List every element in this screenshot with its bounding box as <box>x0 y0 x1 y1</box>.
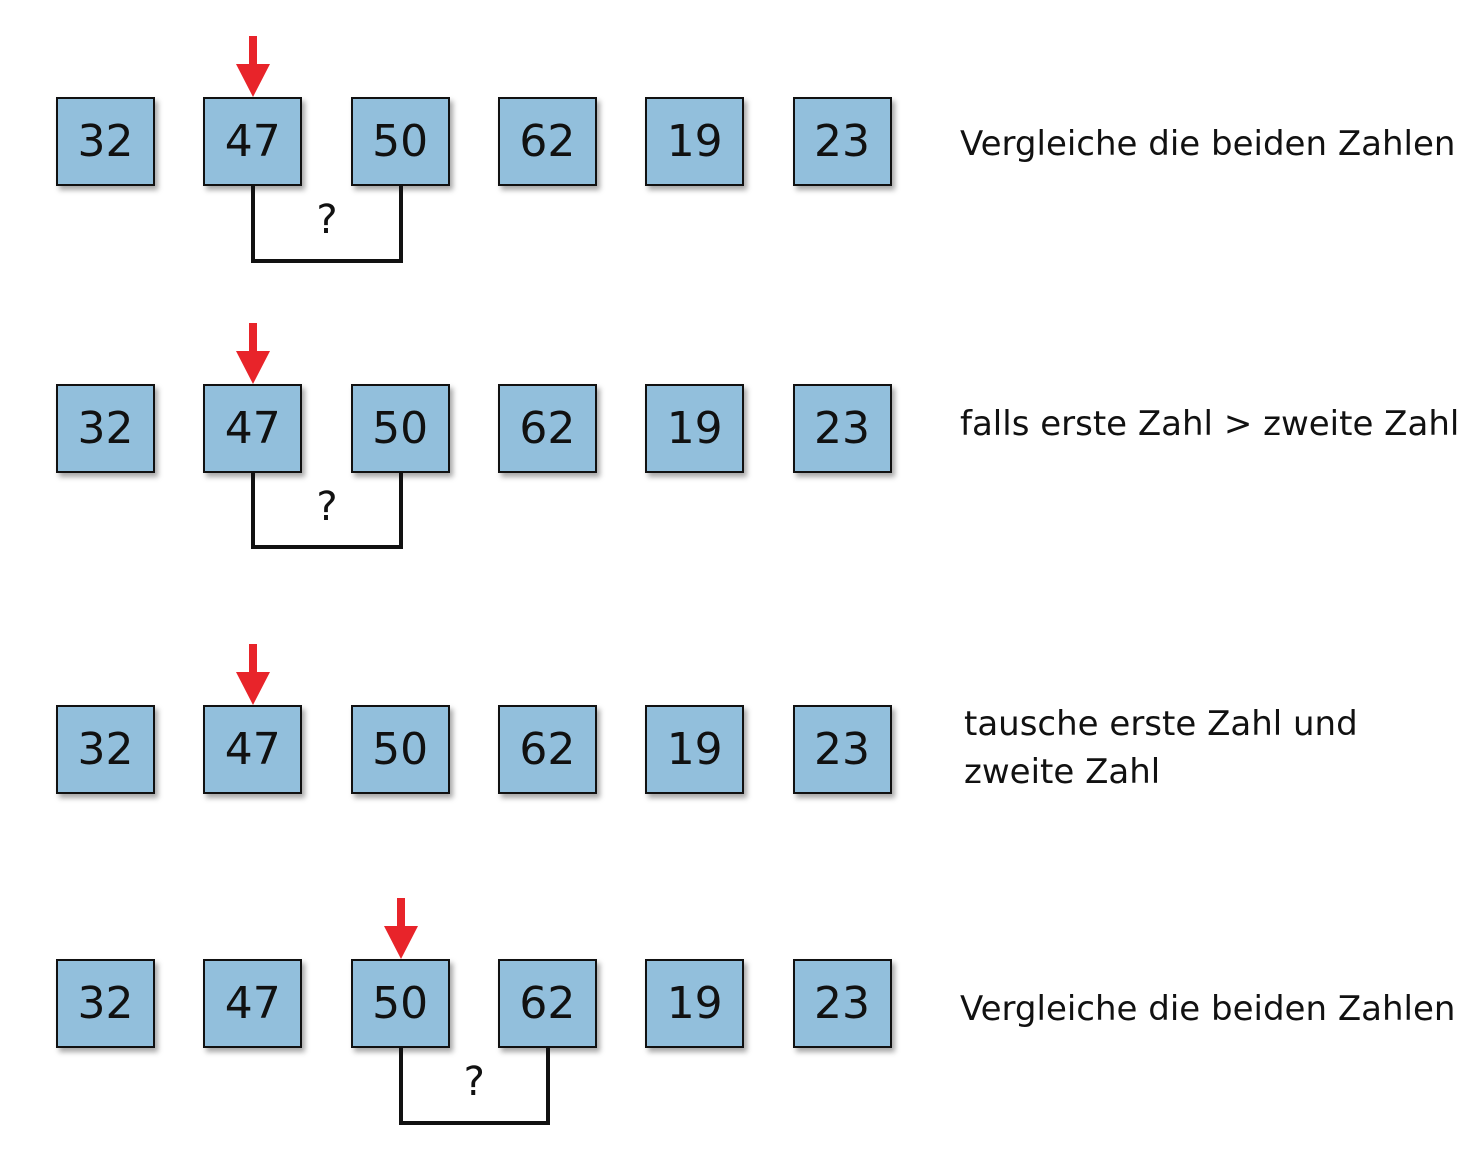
step-caption: falls erste Zahl > zweite Zahl <box>960 404 1460 444</box>
pointer-arrow-icon <box>236 323 271 384</box>
array-cell: 47 <box>203 959 303 1048</box>
pointer-arrow-icon <box>236 644 271 705</box>
array-cell: 47 <box>203 384 303 473</box>
array-cell: 23 <box>792 705 892 794</box>
array-cell: 47 <box>203 97 303 186</box>
array-cell: 50 <box>350 97 450 186</box>
array-cell: 19 <box>645 705 745 794</box>
array-cell: 50 <box>350 384 450 473</box>
array-cell: 50 <box>350 705 450 794</box>
array-cell: 32 <box>56 97 155 186</box>
array-cell: 32 <box>56 384 155 473</box>
compare-bracket <box>398 1047 550 1125</box>
pointer-arrow-icon <box>236 36 271 97</box>
array-cell: 23 <box>792 959 892 1048</box>
caption-line: tausche erste Zahl und <box>964 704 1358 744</box>
array-cell: 19 <box>645 97 745 186</box>
compare-question-mark: ? <box>316 484 338 530</box>
compare-question-mark: ? <box>463 1059 485 1105</box>
array-cell: 62 <box>497 384 597 473</box>
array-cell: 19 <box>645 959 745 1048</box>
array-cell: 50 <box>350 959 450 1048</box>
array-cell: 62 <box>497 97 597 186</box>
step-caption: tausche erste Zahl und zweite Zahl <box>964 700 1358 796</box>
array-cell: 62 <box>497 959 597 1048</box>
pointer-arrow-icon <box>383 898 418 959</box>
array-cell: 19 <box>645 384 745 473</box>
compare-bracket <box>251 185 403 263</box>
array-cell: 47 <box>203 705 303 794</box>
array-cell: 23 <box>792 384 892 473</box>
array-cell: 32 <box>56 959 155 1048</box>
compare-question-mark: ? <box>316 197 338 243</box>
array-cell: 32 <box>56 705 155 794</box>
array-cell: 62 <box>497 705 597 794</box>
caption-line: zweite Zahl <box>964 752 1161 792</box>
step-caption: Vergleiche die beiden Zahlen <box>960 989 1456 1029</box>
array-cell: 23 <box>792 97 892 186</box>
compare-bracket <box>251 472 403 549</box>
step-caption: Vergleiche die beiden Zahlen <box>960 124 1456 164</box>
